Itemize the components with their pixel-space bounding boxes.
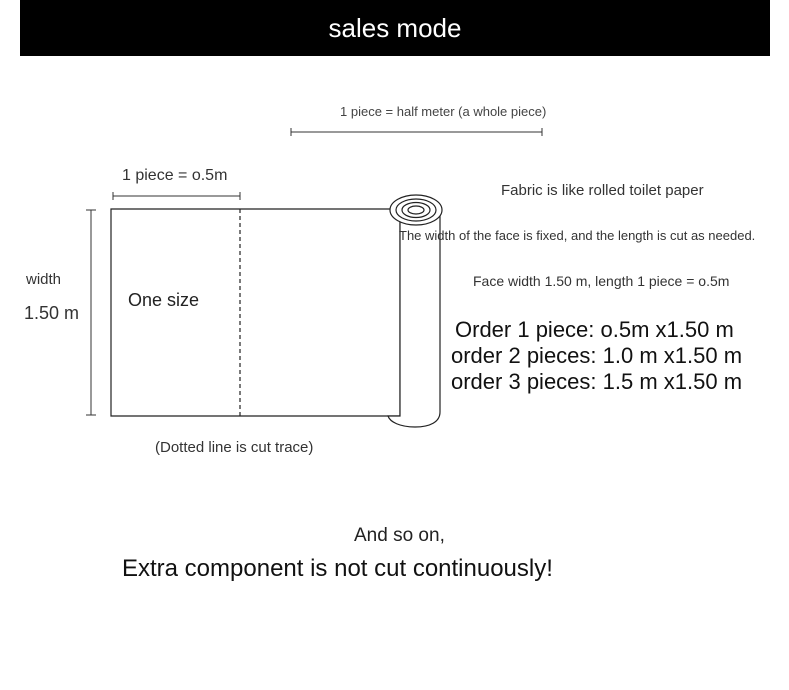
and-so-on-text: And so on, [354, 525, 445, 546]
width-value: 1.50 m [24, 303, 80, 323]
fabric-sheet [110, 208, 401, 417]
description-subtitle: The width of the face is fixed, and the … [399, 228, 756, 243]
half-meter-label: 1 piece = half meter (a whole piece) [340, 104, 547, 119]
piece-dimension [112, 192, 241, 200]
one-size-label: One size [128, 290, 200, 310]
face-width-text: Face width 1.50 m, length 1 piece = o.5m [473, 273, 730, 289]
header-bar: sales mode [20, 0, 770, 56]
width-label: width [26, 271, 62, 288]
order-line-2: order 2 pieces: 1.0 m x1.50 m [451, 343, 743, 368]
header-title: sales mode [328, 12, 462, 43]
half-meter-dimension [290, 128, 543, 136]
order-line-1: Order 1 piece: o.5m x1.50 m [455, 317, 734, 342]
extra-component-note: Extra component is not cut continuously! [122, 555, 553, 582]
dotted-line-note: (Dotted line is cut trace) [155, 439, 314, 456]
width-dimension [86, 209, 96, 416]
piece-label: 1 piece = o.5m [122, 167, 228, 184]
order-line-3: order 3 pieces: 1.5 m x1.50 m [451, 369, 743, 394]
fabric-roll [387, 194, 443, 428]
description-title: Fabric is like rolled toilet paper [501, 182, 704, 199]
